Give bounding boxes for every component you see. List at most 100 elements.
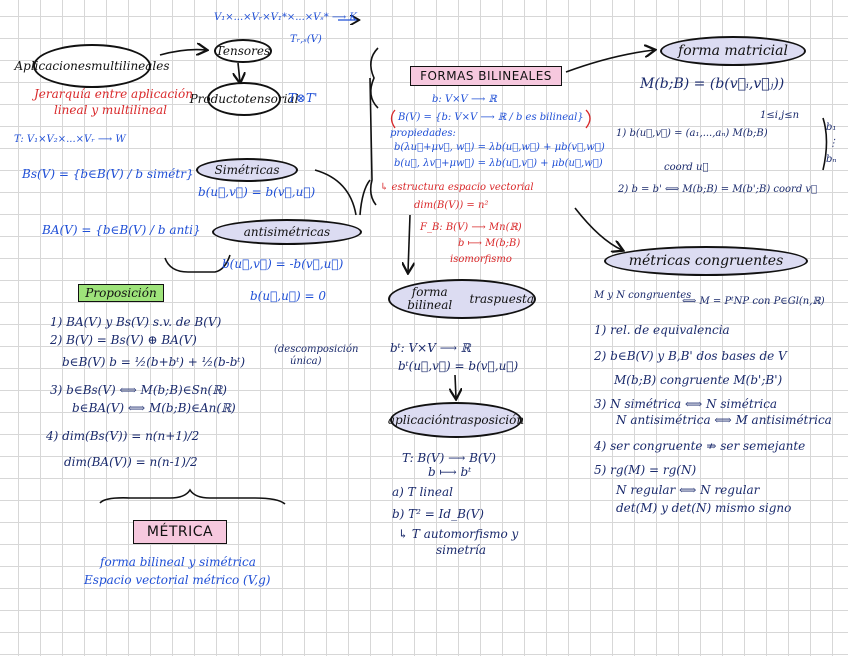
node-formas-bilineales: FORMAS BILINEALES	[410, 66, 562, 86]
jerarquia-line1: Jerarquía entre aplicación	[34, 87, 193, 101]
congruent-item-4: 4) ser congruente ⇏ ser semejante	[594, 439, 806, 453]
coord-col-top: b₁	[826, 122, 837, 133]
node-metrica-label: MÉTRICA	[146, 523, 214, 540]
matrix-definition: M(b;B) = (b(v⃗ᵢ,v⃗ⱼ))	[640, 76, 785, 92]
node-producto-tensorial: Producto tensorial	[190, 82, 298, 116]
ba-definition: BA(V) = {b∈B(V) / b anti}	[42, 223, 201, 237]
propiedades-label: propiedades:	[390, 128, 456, 139]
brace-formas-line	[369, 77, 377, 206]
tensor-space: Tᵣ,ₛ(V)	[290, 34, 322, 45]
index-range: 1≤i,j≤n	[760, 110, 800, 121]
node-tensores: Tensores	[214, 39, 272, 63]
arrow-to-traspuesta	[408, 214, 410, 272]
node-metrica: MÉTRICA	[133, 520, 227, 544]
node-simetricas-label: Simétricas	[214, 162, 280, 177]
congruent-item-2b: M(b;B) congruente M(b';B')	[614, 373, 783, 387]
property-2: b(u⃗, λv⃗+μw⃗) = λb(u⃗,v⃗) + μb(u⃗,w⃗)	[394, 158, 603, 169]
symmetric-condition: b(u⃗,v⃗) = b(v⃗,u⃗)	[198, 185, 316, 199]
brace-proposicion	[164, 254, 231, 273]
descomposicion-line1: (descomposición	[274, 344, 359, 355]
congruentes-definition: ⟺ M = PᵗNP con P∈Gl(n,ℝ)	[682, 296, 825, 307]
coord-formula: 1) b(u⃗,v⃗) = (a₁,...,aₙ) M(b;B)	[616, 128, 768, 139]
prop-item-2: 2) B(V) = Bs(V) ⊕ BA(V)	[50, 333, 197, 347]
node-aplicaciones-line1: Aplicaciones	[14, 58, 92, 73]
congruent-item-5: 5) rg(M) = rg(N)	[594, 463, 697, 477]
node-antisimetricas-label: antisimétricas	[243, 224, 331, 239]
prop-item-1: 1) BA(V) y Bs(V) s.v. de B(V)	[50, 315, 222, 329]
node-aplicacion-trasposicion: aplicación trasposición	[387, 402, 525, 438]
node-metricas-label: métricas congruentes	[628, 252, 784, 269]
fb-map: F_B: B(V) ⟶ Mn(ℝ)	[420, 222, 522, 233]
node-forma-matricial: forma matricial	[660, 36, 806, 66]
jerarquia-line2: lineal y multilineal	[54, 103, 168, 117]
arrow-formas-matricial	[565, 50, 654, 73]
T-map: T: B(V) ⟶ B(V)	[402, 451, 496, 465]
arrow-aplicaciones-tensores	[159, 50, 206, 55]
arrow-traspuesta-aplicacion	[455, 374, 456, 398]
tensor-map: V₁×...×Vᵣ×V₁*×...×Vₛ* ⟶ K	[214, 12, 357, 23]
node-metricas-congruentes: métricas congruentes	[604, 246, 808, 276]
prop-item-4b: dim(BA(V)) = n(n-1)/2	[64, 455, 198, 469]
descomposicion-line2: única)	[290, 356, 322, 367]
node-simetricas: Simétricas	[196, 158, 298, 182]
coord-col-bottom: bₙ	[826, 154, 837, 165]
metrica-desc-line2: Espacio vectorial métrico (V,g)	[84, 573, 271, 587]
antisymmetric-condition: b(u⃗,v⃗) = -b(v⃗,u⃗)	[222, 257, 344, 271]
node-aplicacion-line2: trasposición	[449, 412, 525, 427]
dimension-text: dim(B(V)) = n²	[414, 200, 489, 211]
brace-left-formas	[370, 47, 379, 109]
line-anti-formas	[359, 179, 371, 216]
T-map-2: b ⟼ bᵗ	[428, 465, 472, 479]
node-tensores-label: Tensores	[215, 43, 271, 58]
prop-item-2b: b∈B(V) b = ½(b+bᵗ) + ½(b-bᵗ)	[62, 355, 246, 369]
T-automorfismo-line1: ↳ T automorfismo y	[398, 527, 519, 541]
T-lineal: a) T lineal	[392, 485, 453, 499]
estructura-text: ↳ estructura espacio vectorial	[380, 182, 534, 193]
bv-definition: B(V) = {b: V×V ⟶ ℝ / b es bilineal}	[398, 112, 584, 123]
node-formas-bilineales-label: FORMAS BILINEALES	[420, 68, 552, 83]
node-aplicaciones-multilineales: Aplicaciones multilineales	[14, 44, 170, 88]
red-brace-left	[390, 109, 396, 129]
bt-map: bᵗ: V×V ⟶ ℝ	[390, 341, 471, 355]
bs-definition: Bs(V) = {b∈B(V) / b simétr}	[22, 167, 194, 181]
arrow-to-metricas	[574, 207, 622, 250]
T-automorfismo-line2: simetría	[436, 543, 487, 557]
congruent-item-5c: det(M) y det(N) mismo signo	[616, 501, 792, 515]
brace-right-coord	[822, 117, 828, 171]
equality-criterion: 2) b = b' ⟺ M(b;B) = M(b';B) coord v⃗	[618, 184, 818, 195]
isomorfismo-text: isomorfismo	[450, 254, 512, 265]
prop-item-3b: b∈BA(V) ⟺ M(b;B)∈An(ℝ)	[72, 401, 236, 415]
coord-u-label: coord u⃗	[664, 162, 709, 173]
node-proposicion: Proposición	[78, 284, 164, 302]
node-forma-matricial-label: forma matricial	[678, 42, 788, 59]
property-1: b(λu⃗+μv⃗, w⃗) = λb(u⃗,w⃗) + μb(v⃗,w⃗)	[394, 142, 605, 153]
T-involution: b) T² = Id_B(V)	[392, 507, 484, 521]
prop-item-3: 3) b∈Bs(V) ⟺ M(b;B)∈Sn(ℝ)	[50, 383, 227, 397]
line-sym-antisym	[314, 169, 357, 216]
brace-metrica	[99, 488, 286, 505]
congruent-item-3: 3) N simétrica ⟺ N simétrica	[594, 397, 778, 411]
antisymmetric-zero: b(u⃗,u⃗) = 0	[250, 289, 327, 303]
node-traspuesta-line1: forma bilineal	[407, 285, 453, 312]
multilinear-map: T: V₁×V₂×...×Vᵣ ⟶ W	[14, 134, 126, 145]
metrica-desc-line1: forma bilineal y simétrica	[100, 555, 256, 569]
bt-definition: bᵗ(u⃗,v⃗) = b(v⃗,u⃗)	[398, 359, 519, 373]
tensor-product: T⊗T'	[288, 91, 318, 105]
coord-col-mid: ⋮	[828, 138, 838, 149]
node-antisimetricas: antisimétricas	[212, 219, 362, 245]
congruent-item-3b: N antisimétrica ⟺ M antisimétrica	[616, 413, 832, 427]
fb-map-2: b ⟼ M(b;B)	[458, 238, 521, 249]
congruent-item-1: 1) rel. de equivalencia	[594, 323, 730, 337]
arrow-tensores-producto	[238, 62, 240, 82]
node-aplicaciones-line2: multilineales	[91, 58, 170, 73]
node-producto-line2: tensorial	[244, 91, 299, 106]
congruentes-head: M y N congruentes	[594, 290, 692, 301]
b-map: b: V×V ⟶ ℝ	[432, 94, 497, 105]
red-brace-right	[585, 109, 591, 129]
node-traspuesta-line2: traspuesta	[469, 291, 534, 306]
prop-item-4: 4) dim(Bs(V)) = n(n+1)/2	[46, 429, 200, 443]
node-aplicacion-line1: aplicación	[387, 412, 450, 427]
congruent-item-2: 2) b∈B(V) y B,B' dos bases de V	[594, 349, 787, 363]
node-forma-bilineal-traspuesta: forma bilineal traspuesta	[388, 279, 536, 319]
